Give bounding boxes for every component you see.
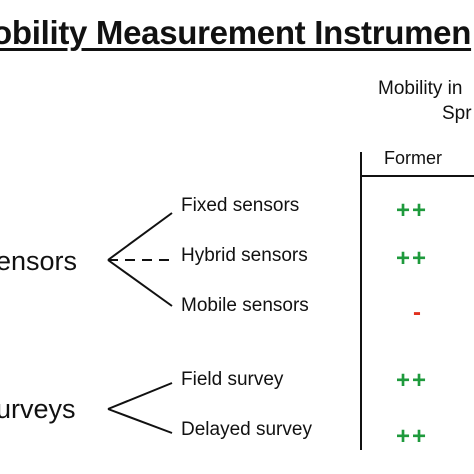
item-field-survey: Field survey bbox=[181, 369, 284, 390]
subcolumn-header-former: Former bbox=[384, 148, 442, 168]
mark-delayed-survey: ++ bbox=[396, 423, 429, 450]
item-hybrid-sensors: Hybrid sensors bbox=[181, 245, 308, 266]
branch-mobile-sensors bbox=[107, 259, 173, 307]
branch-fixed-sensors bbox=[107, 212, 173, 261]
branch-delayed-survey bbox=[107, 408, 173, 434]
item-fixed-sensors: Fixed sensors bbox=[181, 195, 300, 216]
column-header: Mobility in Spr bbox=[378, 76, 472, 126]
branch-field-survey bbox=[107, 382, 173, 410]
column-header-line1: Mobility in bbox=[378, 78, 463, 99]
mark-fixed-sensors: ++ bbox=[396, 197, 429, 224]
item-delayed-survey: Delayed survey bbox=[181, 419, 312, 440]
diagram-title: obility Measurement Instrumen bbox=[0, 14, 472, 51]
mark-mobile-sensors: - bbox=[413, 299, 423, 326]
mark-field-survey: ++ bbox=[396, 367, 429, 394]
group-label-sensors: ensors bbox=[0, 246, 78, 276]
item-mobile-sensors: Mobile sensors bbox=[181, 295, 309, 316]
group-label-surveys: urveys bbox=[0, 394, 76, 424]
column-header-line2: Spr bbox=[442, 103, 472, 124]
mark-hybrid-sensors: ++ bbox=[396, 245, 429, 272]
